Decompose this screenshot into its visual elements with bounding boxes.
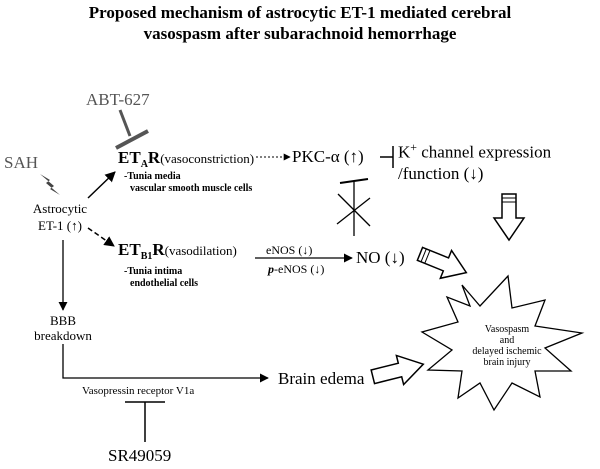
crossed-inhibitor-x2 [336,197,371,225]
outcome-line3: delayed ischemic [472,346,542,357]
etb1-receptor-label: ETB1R(vasodilation) [118,241,237,262]
etb-main: ET [118,240,141,259]
etb-role: (vasodilation) [164,243,237,258]
etb-sub: B1 [140,251,153,263]
no-label: NO (↓) [356,248,405,267]
k-channel-label-line1: K+ channel expression [398,140,552,162]
diagram-title-line1: Proposed mechanism of astrocytic ET-1 me… [88,3,512,22]
outcome-starburst [420,274,585,412]
pkc-alpha-label: PKC-α (↑) [292,147,364,166]
k-channel-label-line2: /function (↓) [398,164,484,183]
vasopressin-receptor-label: Vasopressin receptor V1a [82,385,195,397]
etb-r: R [152,240,165,259]
line-bbb-to-edema [62,344,200,379]
k-plus: + [410,140,417,154]
bbb-label-line1: BBB [49,313,76,328]
outcome-line4: brain injury [483,357,531,368]
eta-location-line2: vascular smooth muscle cells [130,183,253,194]
eta-r: R [147,148,161,167]
eta-receptor-label: ETAR(vasoconstriction) [118,149,254,170]
outcome-line1: Vasospasm [484,324,530,335]
abt627-label: ABT-627 [86,90,150,109]
astrocytic-label-line2: ET-1 (↑) [38,218,82,233]
bbb-label-line2: breakdown [34,328,92,343]
eta-location-line1: -Tunia media [124,171,181,182]
brain-edema-label: Brain edema [278,369,365,388]
p-enos-rest: -eNOS (↓) [274,262,325,276]
hollow-arrow-edema-to-outcome [370,354,425,387]
eta-main: ET [118,148,141,167]
etb-location-line2: endothelial cells [130,278,199,289]
hollow-arrow-no-to-outcome [416,246,468,280]
k-symbol: K [398,142,411,162]
eta-role: (vasoconstriction) [160,151,255,166]
p-enos-label: p-eNOS (↓) [268,263,324,275]
arrow-astro-to-eta [87,171,116,199]
astrocytic-label-line1: Astrocytic [32,201,88,216]
abt627-inhibitor-stem [118,109,132,137]
hollow-arrow-k-to-outcome [492,193,526,242]
etb-location-line1: -Tunia intima [124,266,183,277]
sah-label: SAH [4,153,39,172]
sr49059-label: SR49059 [108,446,172,465]
abt627-inhibitor-bar [115,129,149,150]
diagram-title-line2: vasospasm after subarachnoid hemorrhage [143,24,457,43]
enos-label: eNOS (↓) [266,243,313,257]
k-channel-text: channel expression [417,142,552,162]
outcome-line2: and [499,335,515,346]
arrow-astro-to-etb [87,227,115,247]
p-enos-prefix: p [268,262,274,276]
lightning-icon [40,174,60,195]
eta-sub: A [140,159,148,171]
